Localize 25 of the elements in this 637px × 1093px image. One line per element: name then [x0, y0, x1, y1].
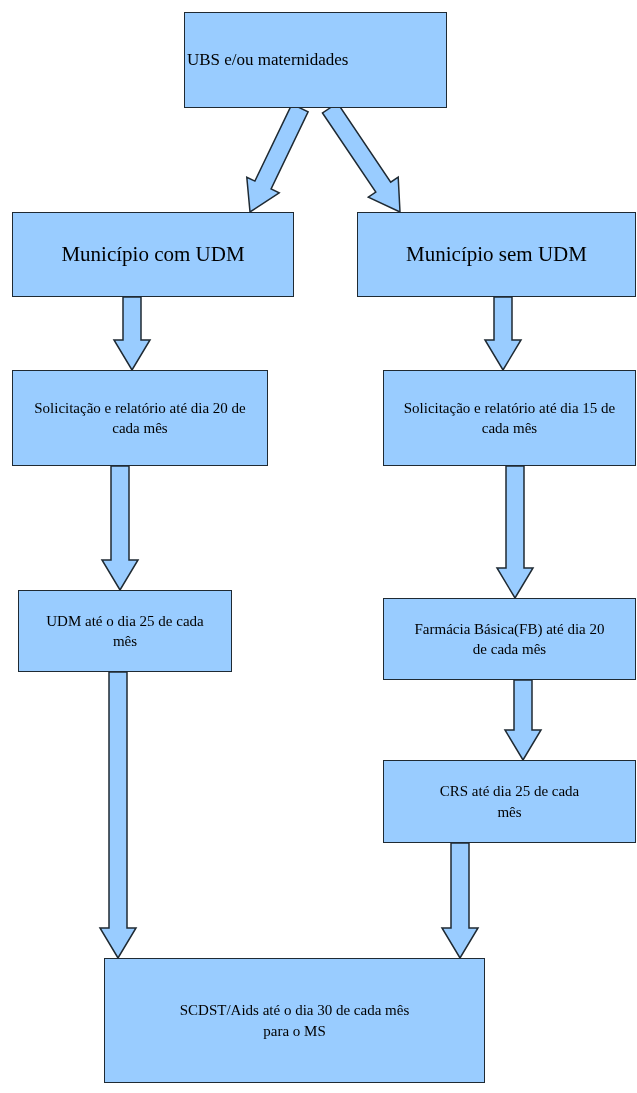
box-label: Farmácia Básica(FB) até dia 20 de cada mês	[413, 619, 606, 659]
box-label: Município com UDM	[61, 241, 245, 269]
process-box	[12, 212, 294, 297]
block-arrow	[112, 296, 152, 372]
block-arrow	[483, 296, 523, 372]
process-box	[104, 958, 485, 1083]
block-arrow	[495, 465, 535, 600]
block-arrow	[98, 671, 138, 960]
box-label: SCDST/Aids até o dia 30 de cada mês para o MS	[178, 1001, 411, 1041]
box-label: UBS e/ou maternidades	[187, 48, 349, 71]
block-arrow	[503, 679, 543, 762]
process-box	[18, 590, 232, 672]
box-label: Solicitação e relatório até dia 20 de cada mês	[33, 398, 247, 438]
box-label: Solicitação e relatório até dia 15 de cada mês	[402, 398, 617, 438]
block-arrow	[440, 842, 480, 960]
process-box	[12, 370, 268, 466]
block-arrow	[100, 465, 140, 592]
process-box	[383, 760, 636, 843]
box-label: UDM até o dia 25 de cada mês	[45, 611, 205, 651]
process-box	[383, 370, 636, 466]
process-box	[383, 598, 636, 680]
process-box	[184, 12, 447, 108]
process-box	[357, 212, 636, 297]
box-label: Município sem UDM	[406, 241, 587, 269]
box-label: CRS até dia 25 de cada mês	[438, 782, 581, 822]
